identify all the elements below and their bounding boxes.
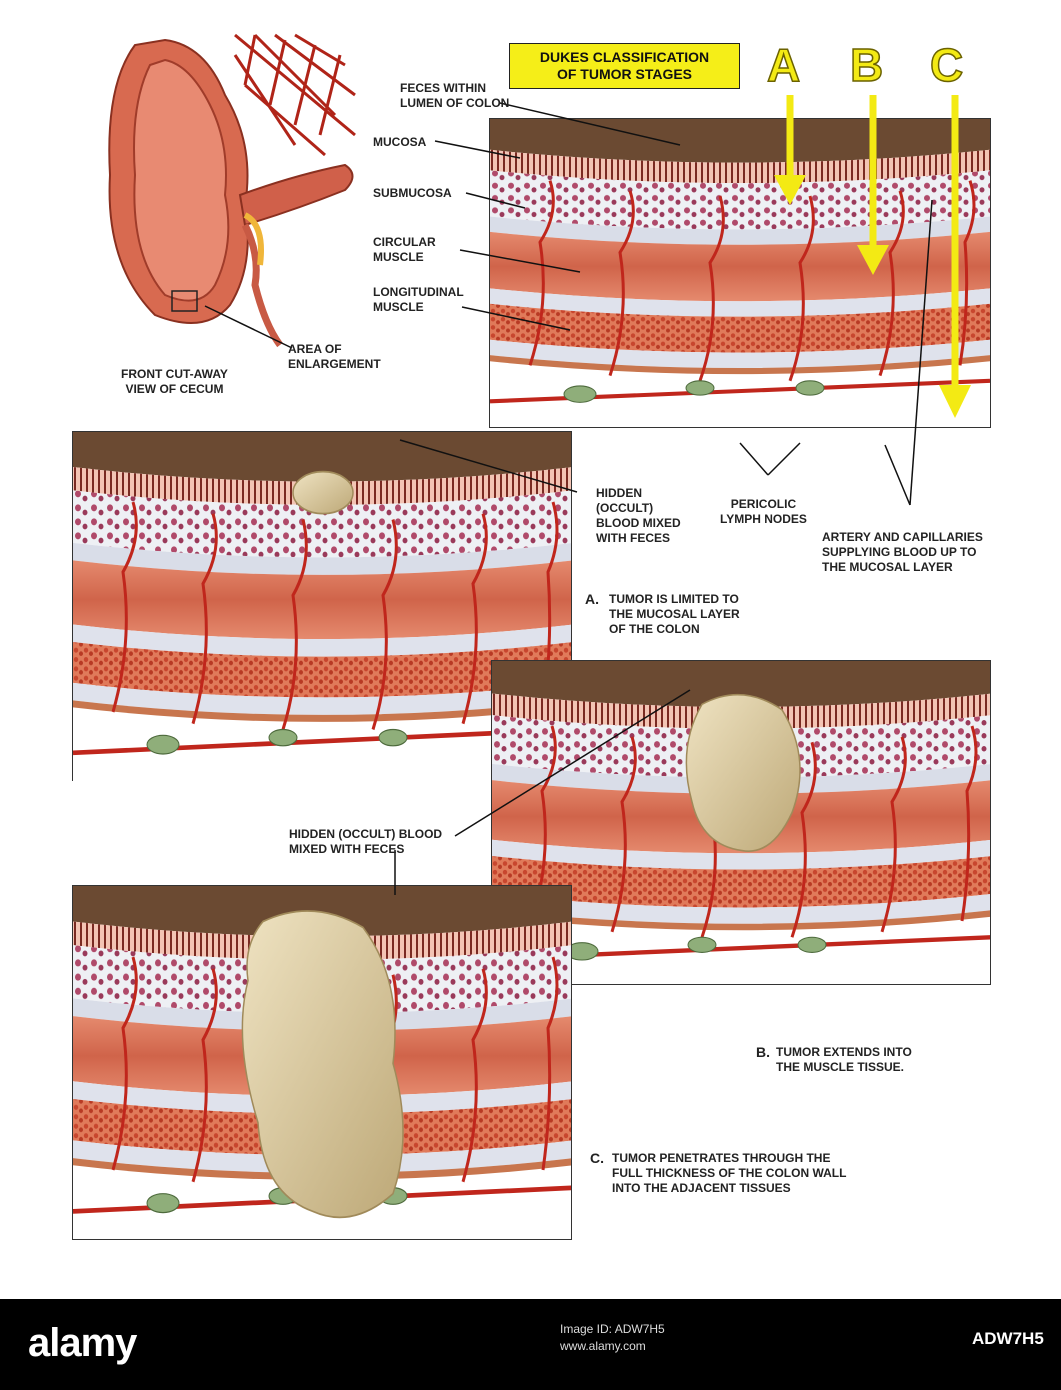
stage-letter-b: B	[849, 38, 884, 92]
label-circular-muscle: CIRCULAR MUSCLE	[373, 235, 436, 264]
title-box: DUKES CLASSIFICATION OF TUMOR STAGES	[509, 43, 740, 89]
panel-stage-a	[72, 431, 572, 781]
stage-a-text: TUMOR IS LIMITED TO THE MUCOSAL LAYER OF…	[609, 592, 740, 636]
panel-stage-b	[491, 660, 991, 985]
alamy-logo: alamy	[28, 1321, 137, 1365]
label-lymph-nodes: PERICOLIC LYMPH NODES	[720, 497, 807, 526]
footer-code: ADW7H5	[972, 1329, 1044, 1348]
footer-bar: alamy Image ID: ADW7H5 www.alamy.com ADW…	[0, 1299, 1061, 1390]
leader-lines	[204, 102, 933, 895]
label-area-of-enlargement: AREA OF ENLARGEMENT	[288, 342, 381, 371]
stage-c-letter: C.	[590, 1150, 604, 1166]
stage-letter-c: C	[929, 38, 964, 92]
stage-a-letter: A.	[585, 591, 599, 607]
stage-b-letter: B.	[756, 1044, 770, 1060]
label-mucosa: MUCOSA	[373, 135, 427, 149]
depth-arrows	[774, 95, 971, 418]
stage-b-text: TUMOR EXTENDS INTO THE MUSCLE TISSUE.	[776, 1045, 912, 1074]
label-feces: FECES WITHIN LUMEN OF COLON	[400, 81, 510, 110]
label-occult-blood-a: HIDDEN (OCCULT) BLOOD MIXED WITH FECES	[596, 486, 681, 545]
cecum-caption: FRONT CUT-AWAY VIEW OF CECUM	[121, 367, 228, 396]
panel-normal-wall	[489, 118, 991, 428]
stage-letter-a: A	[766, 38, 801, 92]
cecum-illustration	[95, 25, 365, 365]
label-artery: ARTERY AND CAPILLARIES SUPPLYING BLOOD U…	[822, 530, 983, 574]
label-longitudinal-muscle: LONGITUDINAL MUSCLE	[373, 285, 464, 314]
label-submucosa: SUBMUCOSA	[373, 186, 452, 200]
stage-c-text: TUMOR PENETRATES THROUGH THE FULL THICKN…	[612, 1151, 847, 1195]
footer-info: Image ID: ADW7H5 www.alamy.com	[560, 1322, 665, 1353]
panel-stage-c	[72, 885, 572, 1240]
label-occult-blood-bc: HIDDEN (OCCULT) BLOOD MIXED WITH FECES	[289, 827, 443, 856]
